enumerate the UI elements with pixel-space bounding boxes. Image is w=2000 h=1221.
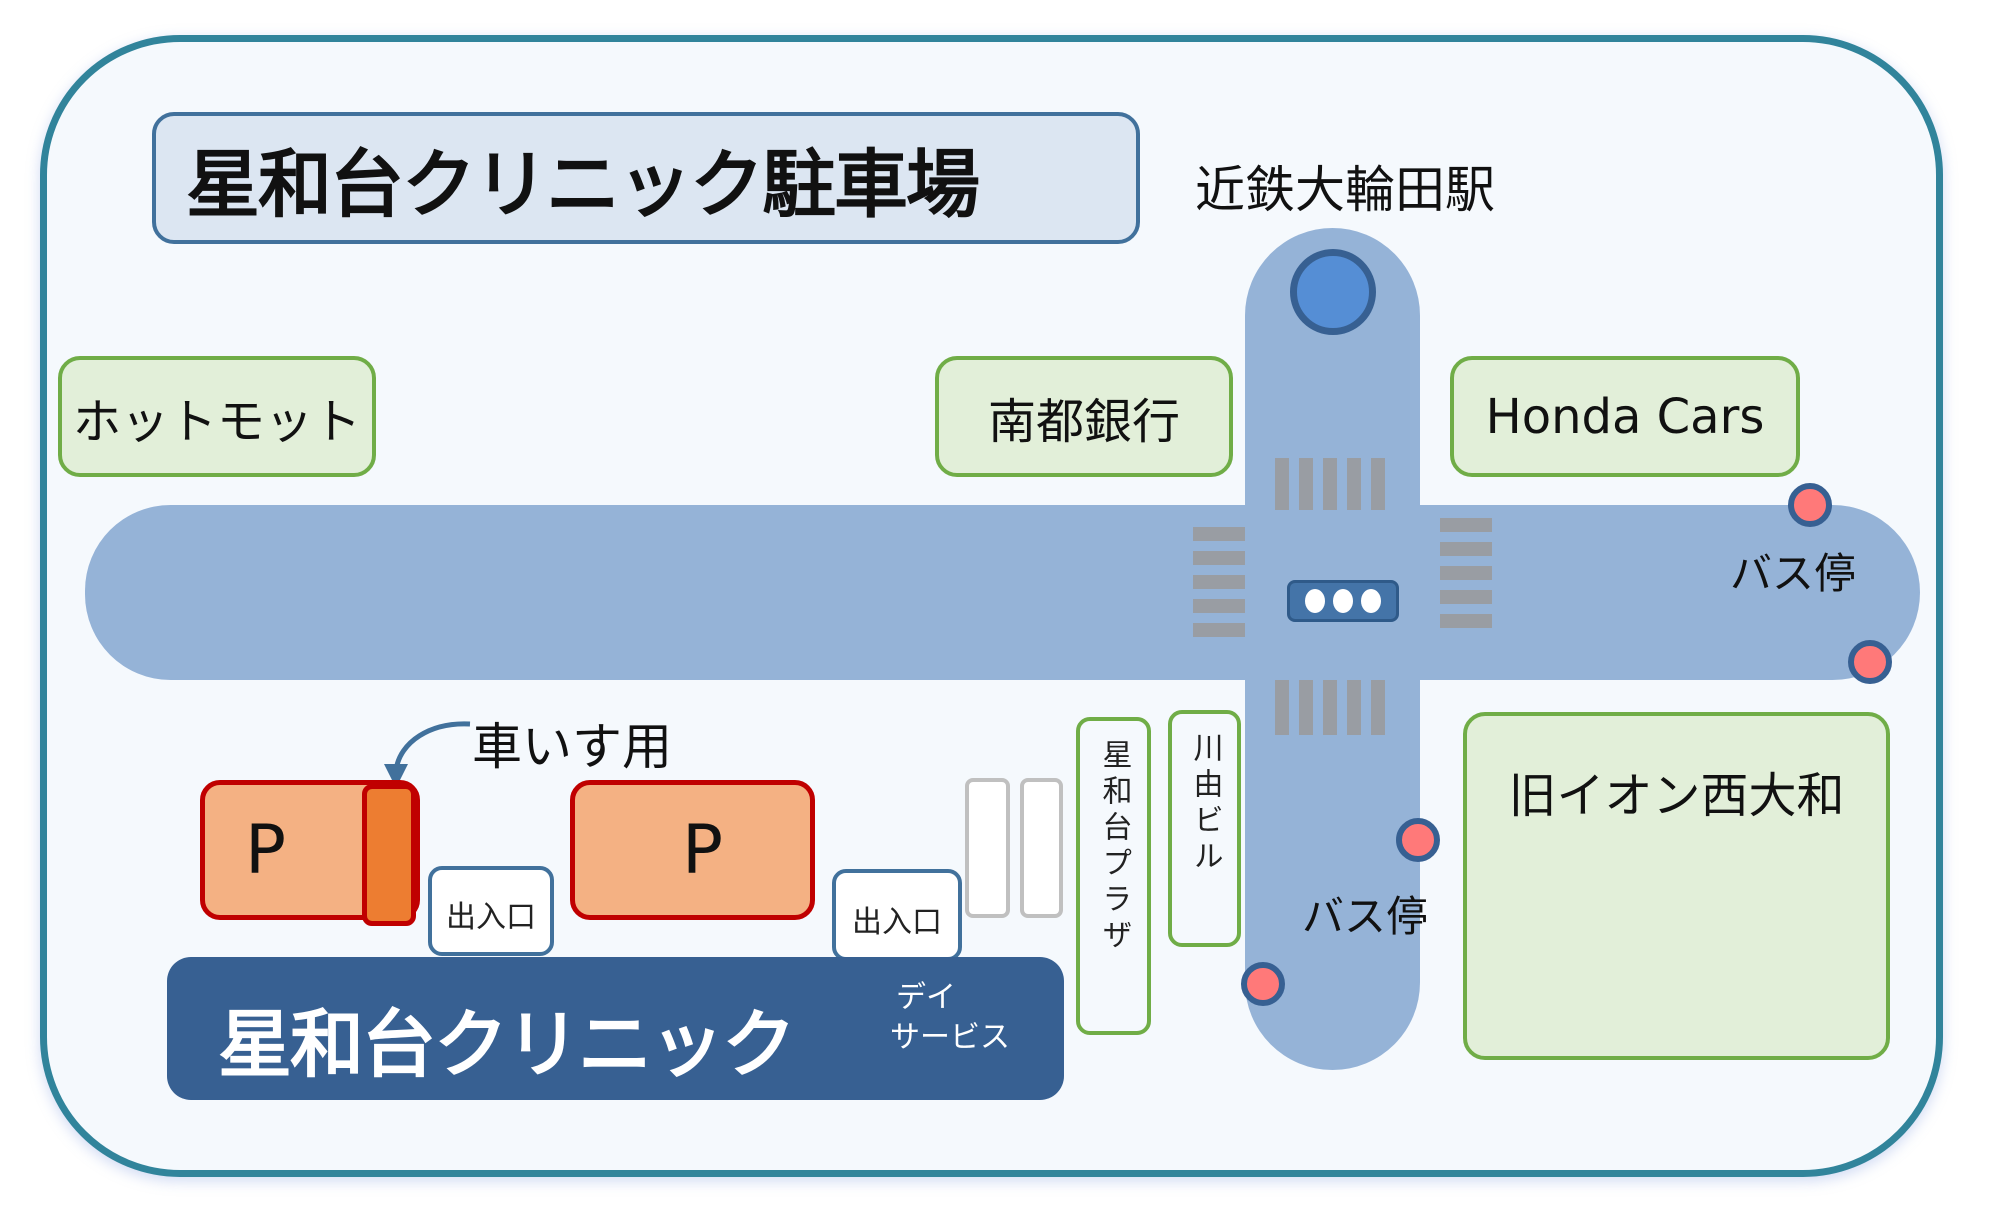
entrance-label: 出入口 [852, 905, 942, 940]
traffic-light-icon [1287, 580, 1399, 622]
entrance-label: 出入口 [446, 900, 536, 935]
crosswalk-east [1440, 518, 1492, 658]
bus-stop-icon[interactable] [1396, 818, 1440, 862]
landmark-label: 川由ビル [1187, 732, 1223, 876]
landmark-hotto-motto[interactable]: ホットモット [58, 356, 376, 477]
bus-stop-label-south: バス停 [1302, 892, 1429, 941]
landmark-label: 南都銀行 [987, 393, 1180, 450]
parking-stall [965, 778, 1010, 918]
landmark-label: ホットモット [72, 393, 361, 450]
landmark-nanto-bank[interactable]: 南都銀行 [935, 356, 1233, 477]
landmark-kawayoshi-building[interactable]: 川由ビル [1168, 710, 1241, 947]
parking-label: P [245, 810, 287, 890]
wheelchair-parking-slot[interactable] [362, 784, 416, 926]
station-label: 近鉄大輪田駅 [1195, 161, 1495, 219]
parking-stall [1020, 778, 1063, 918]
entrance-1[interactable]: 出入口 [428, 866, 554, 956]
bus-stop-icon[interactable] [1788, 483, 1832, 527]
bus-stop-icon[interactable] [1848, 640, 1892, 684]
bus-stop-icon[interactable] [1241, 962, 1285, 1006]
clinic-building[interactable] [167, 957, 1064, 1100]
day-service-line1: デイ [896, 980, 956, 1015]
crosswalk-south [1275, 680, 1415, 735]
wheelchair-label: 車いす用 [472, 718, 672, 776]
landmark-seiwadai-plaza[interactable]: 星和台プラザ [1076, 717, 1151, 1035]
parking-lot-2[interactable]: P [570, 780, 815, 920]
main-road-horizontal [85, 505, 1920, 680]
landmark-former-aeon[interactable]: 旧イオン西大和 [1463, 712, 1890, 1060]
map-title: 星和台クリニック駐車場 [186, 141, 980, 228]
entrance-2[interactable]: 出入口 [832, 869, 962, 961]
landmark-label: Honda Cars [1485, 388, 1765, 445]
crosswalk-west [1193, 527, 1245, 667]
landmark-label: 旧イオン西大和 [1508, 768, 1845, 824]
main-road-vertical [1245, 228, 1420, 1070]
day-service-line2: サービス [890, 1020, 1010, 1055]
crosswalk-north [1275, 458, 1415, 510]
landmark-label: 星和台プラザ [1096, 739, 1132, 955]
clinic-name: 星和台クリニック [218, 1002, 796, 1088]
landmark-honda-cars[interactable]: Honda Cars [1450, 356, 1800, 477]
map-title-box: 星和台クリニック駐車場 [152, 112, 1140, 244]
parking-label: P [681, 810, 723, 890]
station-icon[interactable] [1290, 249, 1376, 335]
day-service-label: デイ サービス [890, 978, 1010, 1058]
bus-stop-label-east: バス停 [1730, 549, 1857, 598]
wheelchair-arrow-icon [384, 721, 471, 788]
